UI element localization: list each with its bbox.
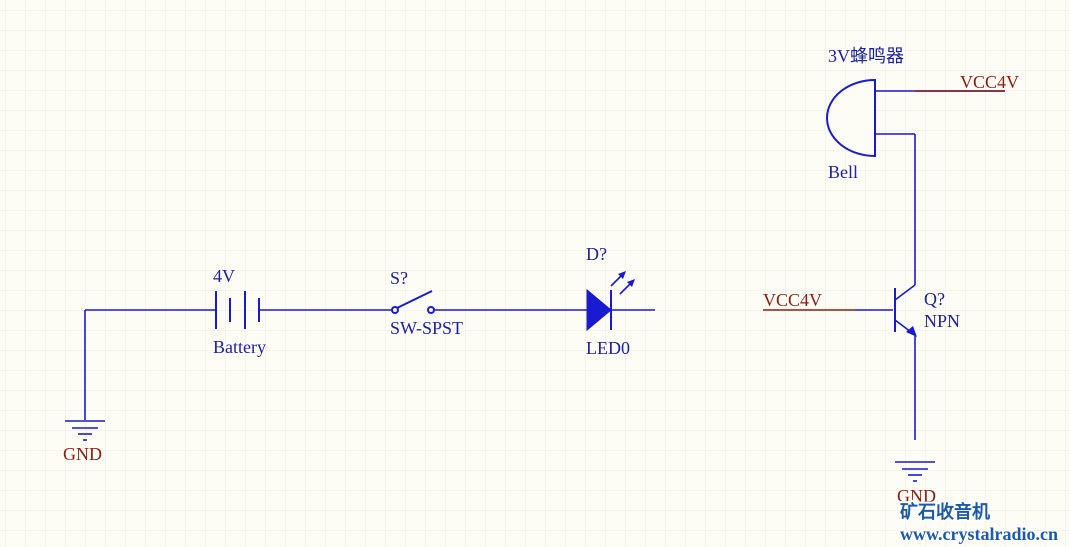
switch-symbol[interactable] xyxy=(350,290,475,314)
transistor-symbol[interactable] xyxy=(855,245,917,370)
switch-name-label: SW-SPST xyxy=(390,318,463,338)
ground-symbol-right xyxy=(895,461,935,482)
buzzer-name-label: Bell xyxy=(828,162,858,182)
transistor-designator-label: Q? xyxy=(924,289,945,309)
led-symbol[interactable] xyxy=(545,271,655,332)
net-label-vcc-top: VCC4V xyxy=(960,72,1019,92)
buzzer-symbol[interactable] xyxy=(826,78,1005,158)
ground-symbol-left xyxy=(65,420,105,441)
buzzer-value-label: 3V蜂鸣器 xyxy=(828,46,904,66)
net-label-gnd-left: GND xyxy=(63,444,102,464)
led-name-label: LED0 xyxy=(586,338,630,358)
watermark-url: www.crystalradio.cn xyxy=(900,524,1058,544)
battery-value-label: 4V xyxy=(213,266,235,286)
watermark: 矿石收音机 www.crystalradio.cn xyxy=(898,499,1059,546)
left-circuit-wires xyxy=(84,309,545,420)
net-label-gnd-right: GND xyxy=(897,486,936,506)
transistor-name-label: NPN xyxy=(924,311,960,331)
net-label-vcc-left: VCC4V xyxy=(763,290,822,310)
battery-symbol[interactable] xyxy=(175,291,300,329)
led-designator-label: D? xyxy=(586,244,607,264)
switch-designator-label: S? xyxy=(390,268,408,288)
battery-name-label: Battery xyxy=(213,337,266,357)
watermark-title: 矿石收音机 xyxy=(900,501,990,522)
